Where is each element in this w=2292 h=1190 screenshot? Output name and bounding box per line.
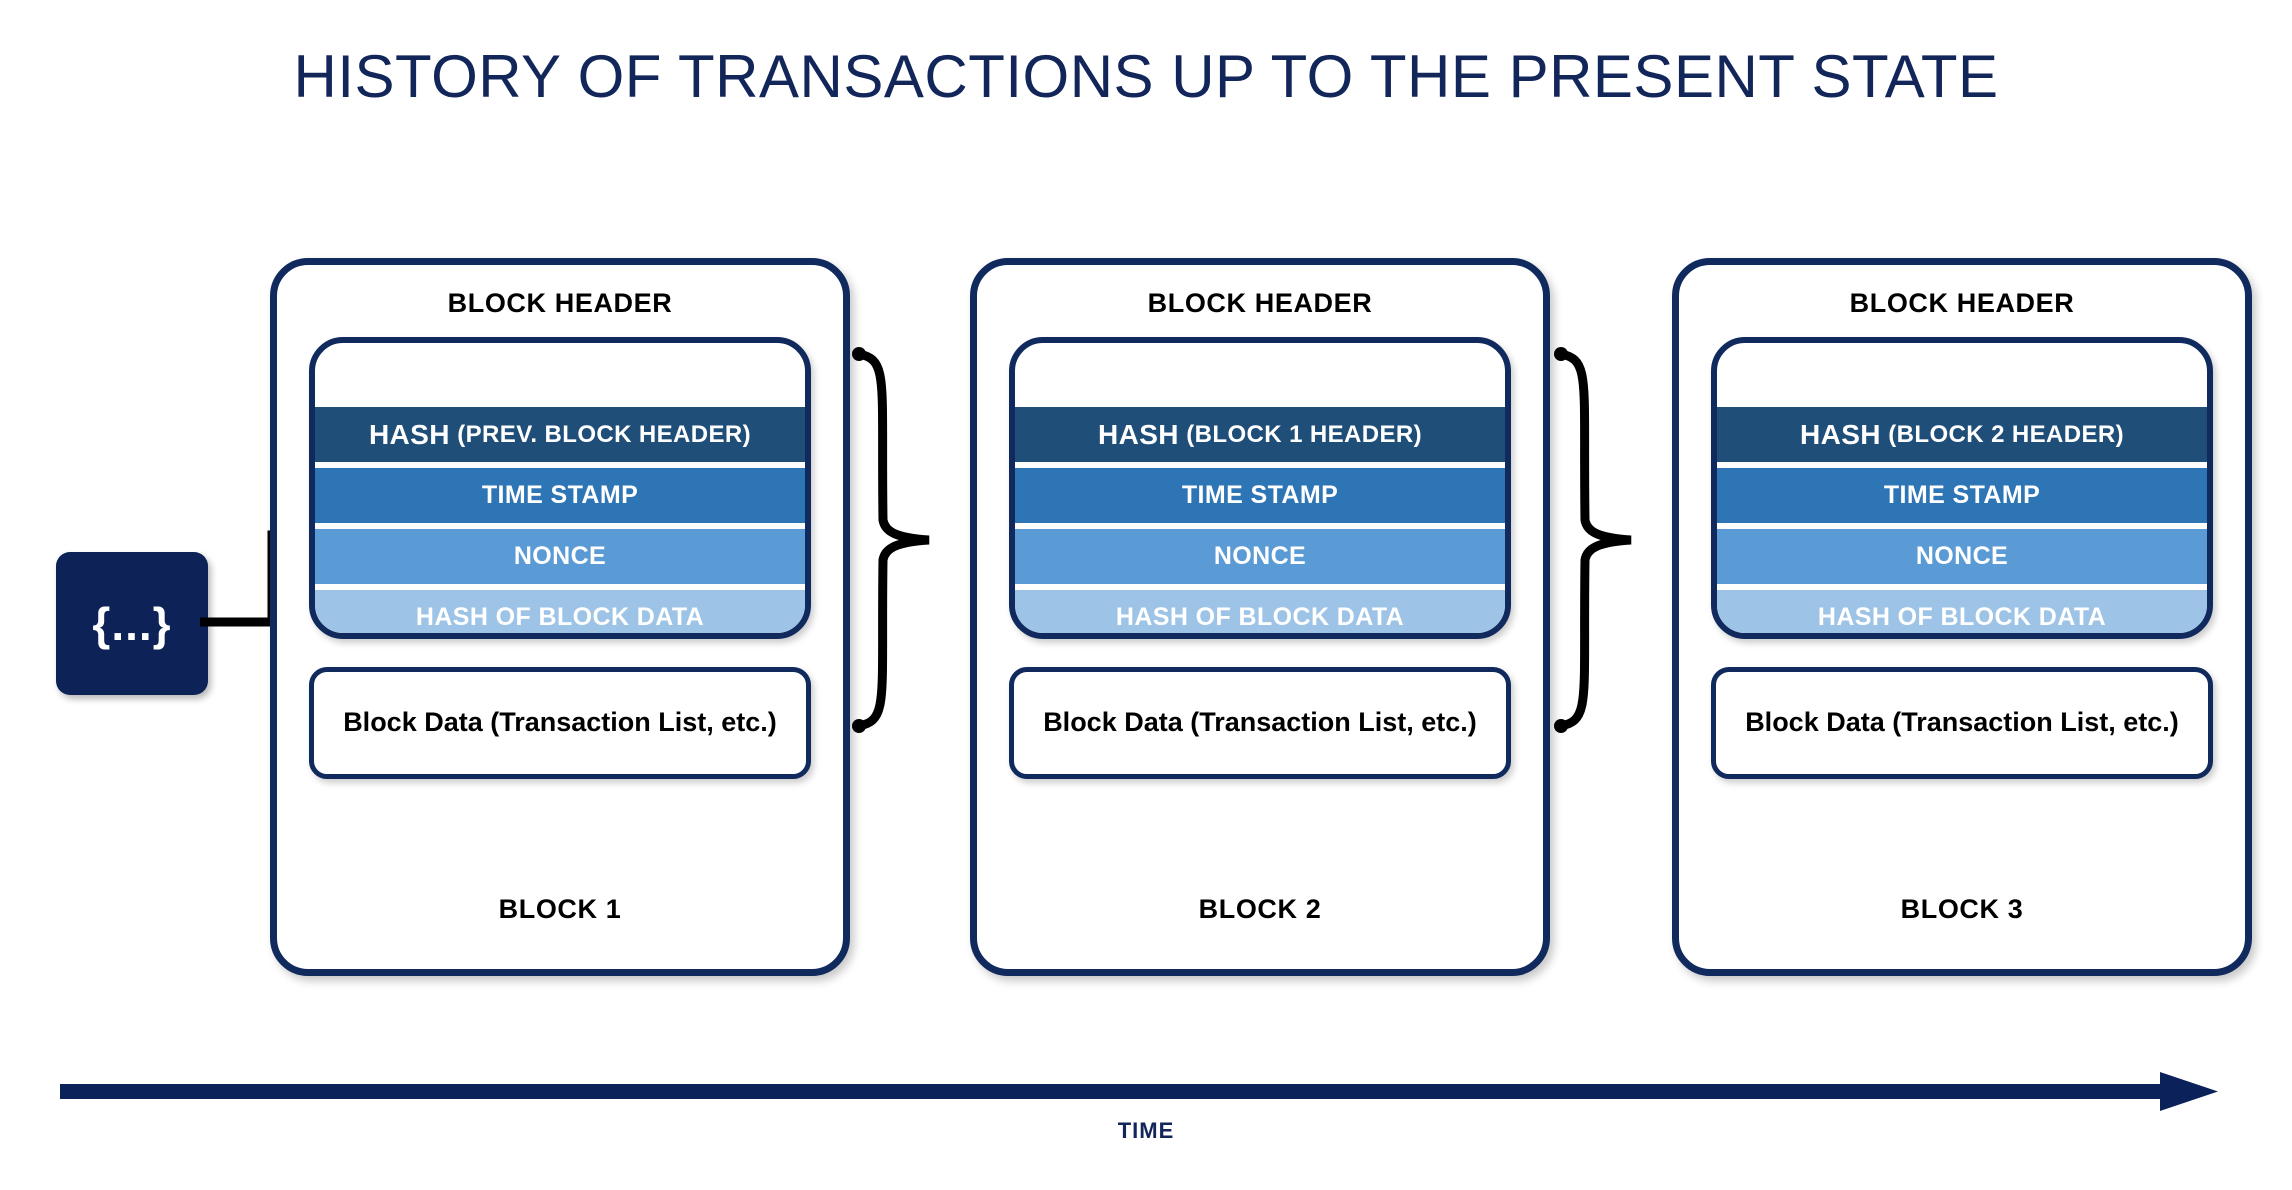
hash-main-label: HASH [368,418,450,450]
field-row-hash-of-block-data: HASH OF BLOCK DATA [315,590,805,633]
block-data-box: Block Data (Transaction List, etc.) [1009,667,1511,779]
time-axis-label: TIME [1117,1118,1175,1143]
field-row-hash-of-block-data: HASH OF BLOCK DATA [1717,590,2207,633]
block-data-box: Block Data (Transaction List, etc.) [309,667,811,779]
block-card-2[interactable]: BLOCK HEADER HASH (BLOCK 1 HEADER) TIME … [970,258,1550,976]
block-name-label: BLOCK 1 [498,894,622,924]
time-axis-arrow [60,1072,2218,1111]
field-row-nonce: NONCE [1717,529,2207,584]
genesis-node[interactable]: {...} [56,552,208,695]
brace-connector-block2-to-block3 [1554,347,1632,733]
header-field-stack: HASH (BLOCK 1 HEADER) TIME STAMP NONCE H… [1015,407,1505,633]
block-header-label: BLOCK HEADER [1849,288,2075,318]
field-row-hash: HASH (BLOCK 2 HEADER) [1717,407,2207,462]
header-field-stack: HASH (BLOCK 2 HEADER) TIME STAMP NONCE H… [1717,407,2207,633]
block-card-1[interactable]: BLOCK HEADER HASH (PREV. BLOCK HEADER) T… [270,258,850,976]
block-name-label: BLOCK 2 [1198,894,1322,924]
hash-main-label: HASH [1799,418,1881,450]
header-field-stack: HASH (PREV. BLOCK HEADER) TIME STAMP NON… [315,407,805,633]
genesis-braces-glyph: {...} [92,597,172,650]
hash-detail-label: (BLOCK 1 HEADER) [1186,420,1423,448]
hash-main-label: HASH [1097,418,1179,450]
block-header-card: HASH (BLOCK 2 HEADER) TIME STAMP NONCE H… [1711,337,2213,639]
block-card-3[interactable]: BLOCK HEADER HASH (BLOCK 2 HEADER) TIME … [1672,258,2252,976]
field-row-time-stamp: TIME STAMP [1717,468,2207,523]
field-row-hash-of-block-data: HASH OF BLOCK DATA [1015,590,1505,633]
block-header-card: HASH (BLOCK 1 HEADER) TIME STAMP NONCE H… [1009,337,1511,639]
field-row-hash: HASH (BLOCK 1 HEADER) [1015,407,1505,462]
block-data-box: Block Data (Transaction List, etc.) [1711,667,2213,779]
hash-detail-label: (PREV. BLOCK HEADER) [457,420,752,448]
page-title: HISTORY OF TRANSACTIONS UP TO THE PRESEN… [293,43,1999,110]
field-row-time-stamp: TIME STAMP [315,468,805,523]
field-row-hash: HASH (PREV. BLOCK HEADER) [315,407,805,462]
field-row-time-stamp: TIME STAMP [1015,468,1505,523]
brace-connector-block1-to-block2 [852,347,930,733]
block-header-card: HASH (PREV. BLOCK HEADER) TIME STAMP NON… [309,337,811,639]
hash-detail-label: (BLOCK 2 HEADER) [1888,420,2125,448]
block-header-label: BLOCK HEADER [1147,288,1373,318]
field-row-nonce: NONCE [315,529,805,584]
block-header-label: BLOCK HEADER [447,288,673,318]
block-name-label: BLOCK 3 [1900,894,2024,924]
field-row-nonce: NONCE [1015,529,1505,584]
